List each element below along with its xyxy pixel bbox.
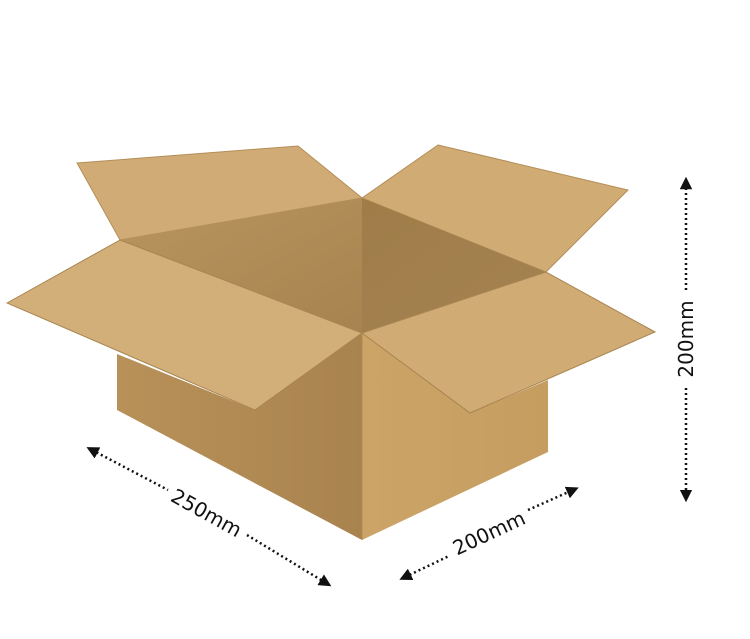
inner-back-right-wall <box>362 198 546 333</box>
box-left-face <box>117 333 362 540</box>
length-label: 250mm <box>167 484 246 542</box>
box-right-face <box>362 333 548 540</box>
length-arrow-icon <box>86 447 169 492</box>
width-label: 200mm <box>449 506 529 560</box>
height-dimension: 200mm <box>674 176 698 503</box>
height-label: 200mm <box>674 300 698 377</box>
inner-back-left-wall <box>120 198 362 333</box>
front-right-flap <box>360 271 657 414</box>
width-arrow-icon <box>399 554 450 580</box>
width-arrow-icon <box>527 486 579 512</box>
length-arrow-icon <box>246 533 332 587</box>
